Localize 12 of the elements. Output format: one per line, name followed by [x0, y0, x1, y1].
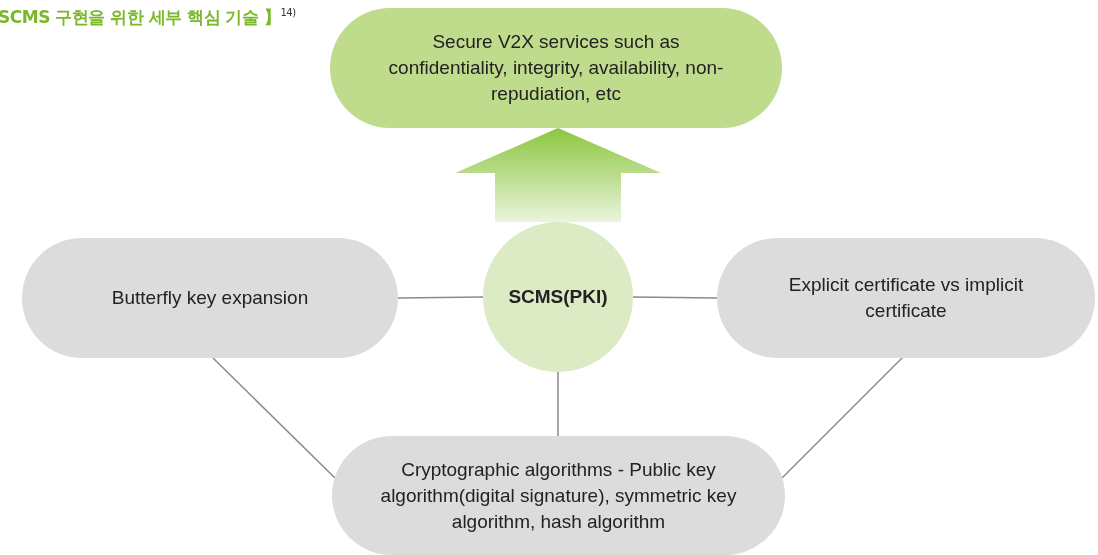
topic-box: Cryptographic algorithms - Public key algorithm(digital signature), symmetric key algorithm, hash algorithm — [332, 436, 785, 555]
connector-line — [781, 357, 903, 479]
topic-box: Butterfly key expansion — [22, 238, 398, 358]
block-arrow — [455, 128, 661, 222]
connector-line — [632, 296, 718, 299]
topic-box: Explicit certificate vs implicit certificate — [717, 238, 1095, 358]
connector-line — [557, 371, 559, 437]
title: SCMS 구현을 위한 세부 핵심 기술 】$^{14)}$ — [0, 6, 296, 29]
result-box: Secure V2X services such as confidentiality, integrity, availability, non-repudiation, etc — [330, 8, 782, 128]
connector-line — [397, 296, 484, 299]
center-circle: SCMS(PKI) — [483, 222, 633, 372]
connector-line — [212, 357, 336, 479]
